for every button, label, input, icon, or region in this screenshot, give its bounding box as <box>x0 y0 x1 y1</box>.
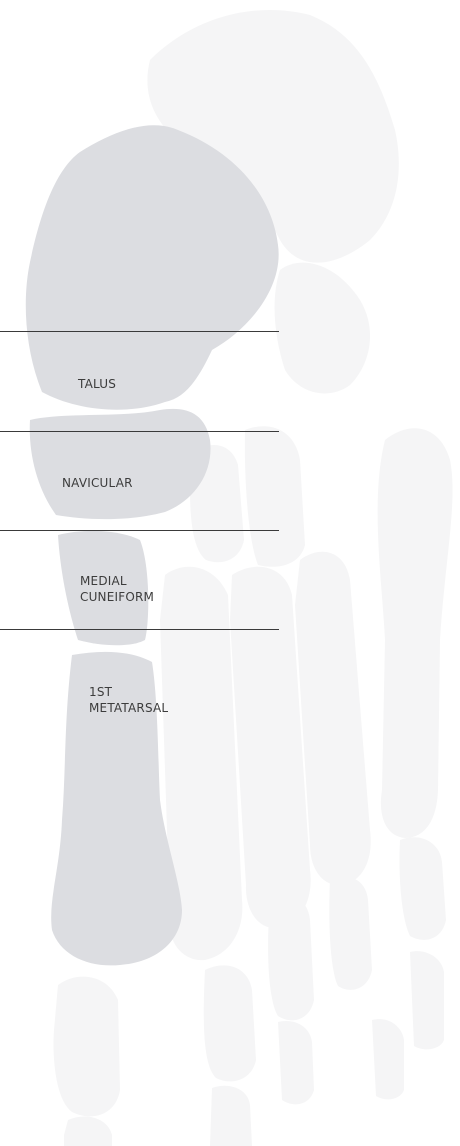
label-talus-text: TALUS <box>78 376 116 392</box>
label-medial-cuneiform: MEDIAL CUNEIFORM <box>80 573 154 605</box>
label-first-metatarsal-line1: 1ST <box>89 684 168 700</box>
label-first-metatarsal-line2: METATARSAL <box>89 700 168 716</box>
cuboid-bone <box>275 263 370 394</box>
divider-cuneiform-metatarsal <box>0 629 279 630</box>
lateral-cuneiform-bone <box>245 426 305 567</box>
label-medial-cuneiform-line2: CUNEIFORM <box>80 589 154 605</box>
label-first-metatarsal: 1ST METATARSAL <box>89 684 168 716</box>
label-medial-cuneiform-line1: MEDIAL <box>80 573 154 589</box>
navicular-bone <box>30 409 211 519</box>
label-navicular-text: NAVICULAR <box>62 475 133 491</box>
divider-talus-navicular <box>0 431 279 432</box>
divider-navicular-cuneiform <box>0 530 279 531</box>
label-talus: TALUS <box>78 376 116 392</box>
divider-talus-top <box>0 331 279 332</box>
fifth-metatarsal-bone <box>378 428 453 838</box>
label-navicular: NAVICULAR <box>62 475 133 491</box>
